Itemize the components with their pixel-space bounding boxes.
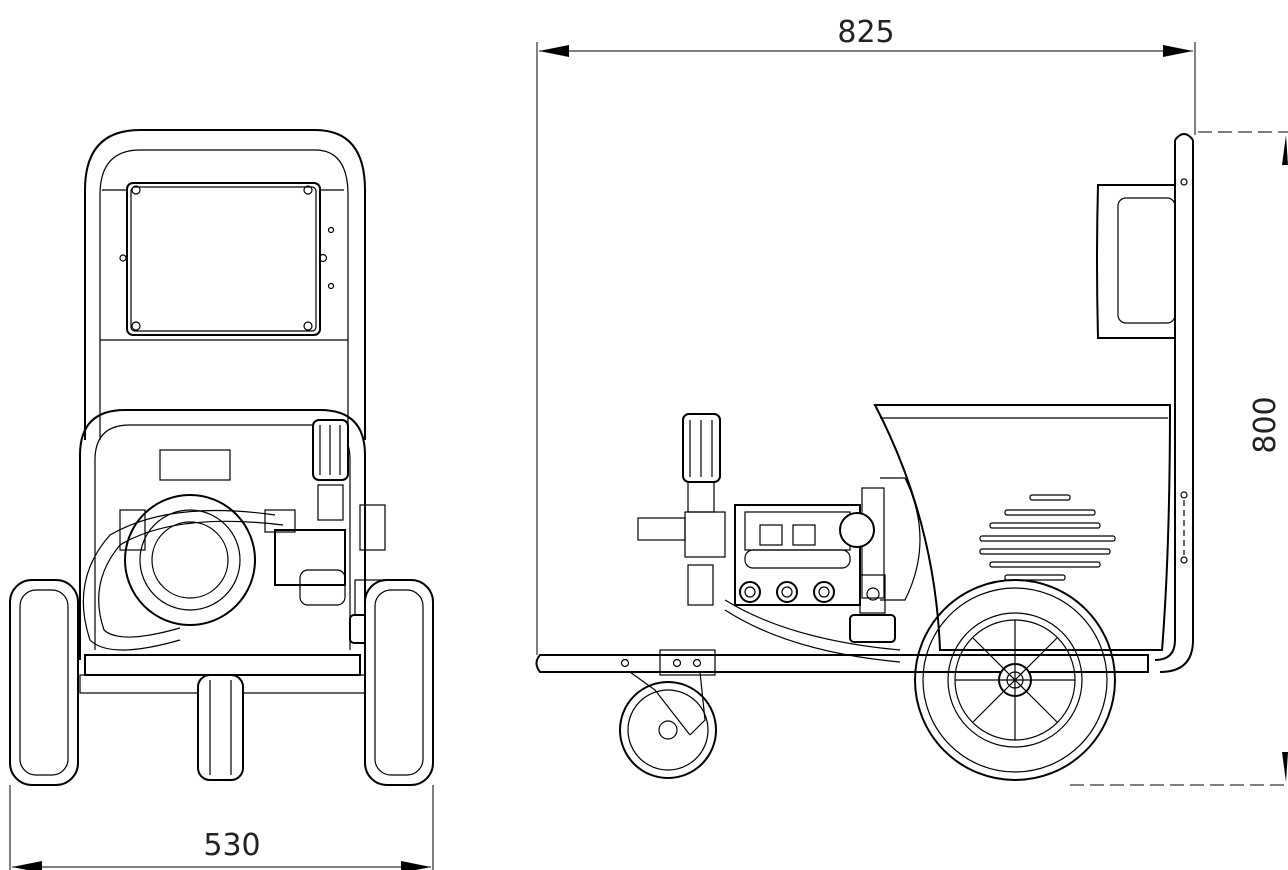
dimension-825: 825 bbox=[536, 15, 1196, 655]
vent-grille bbox=[979, 494, 1116, 581]
front-view bbox=[9, 129, 434, 786]
dimension-530: 530 bbox=[9, 785, 434, 870]
pump bbox=[274, 529, 346, 586]
left-wheel bbox=[9, 579, 79, 786]
side-caster-wheel bbox=[619, 681, 717, 779]
right-wheel bbox=[364, 579, 434, 786]
chassis bbox=[535, 654, 1149, 673]
side-housing bbox=[873, 404, 1172, 651]
dimension-width-front: 530 bbox=[203, 828, 260, 863]
dimension-height-side: 800 bbox=[1248, 396, 1283, 453]
caster bbox=[197, 674, 244, 781]
side-control-box bbox=[1096, 184, 1176, 339]
side-view bbox=[535, 133, 1194, 781]
dimension-width-side: 825 bbox=[837, 15, 894, 50]
control-panel bbox=[126, 182, 321, 336]
dimension-800: 800 bbox=[1070, 131, 1288, 786]
side-main-wheel bbox=[914, 579, 1116, 781]
motor bbox=[124, 494, 256, 626]
